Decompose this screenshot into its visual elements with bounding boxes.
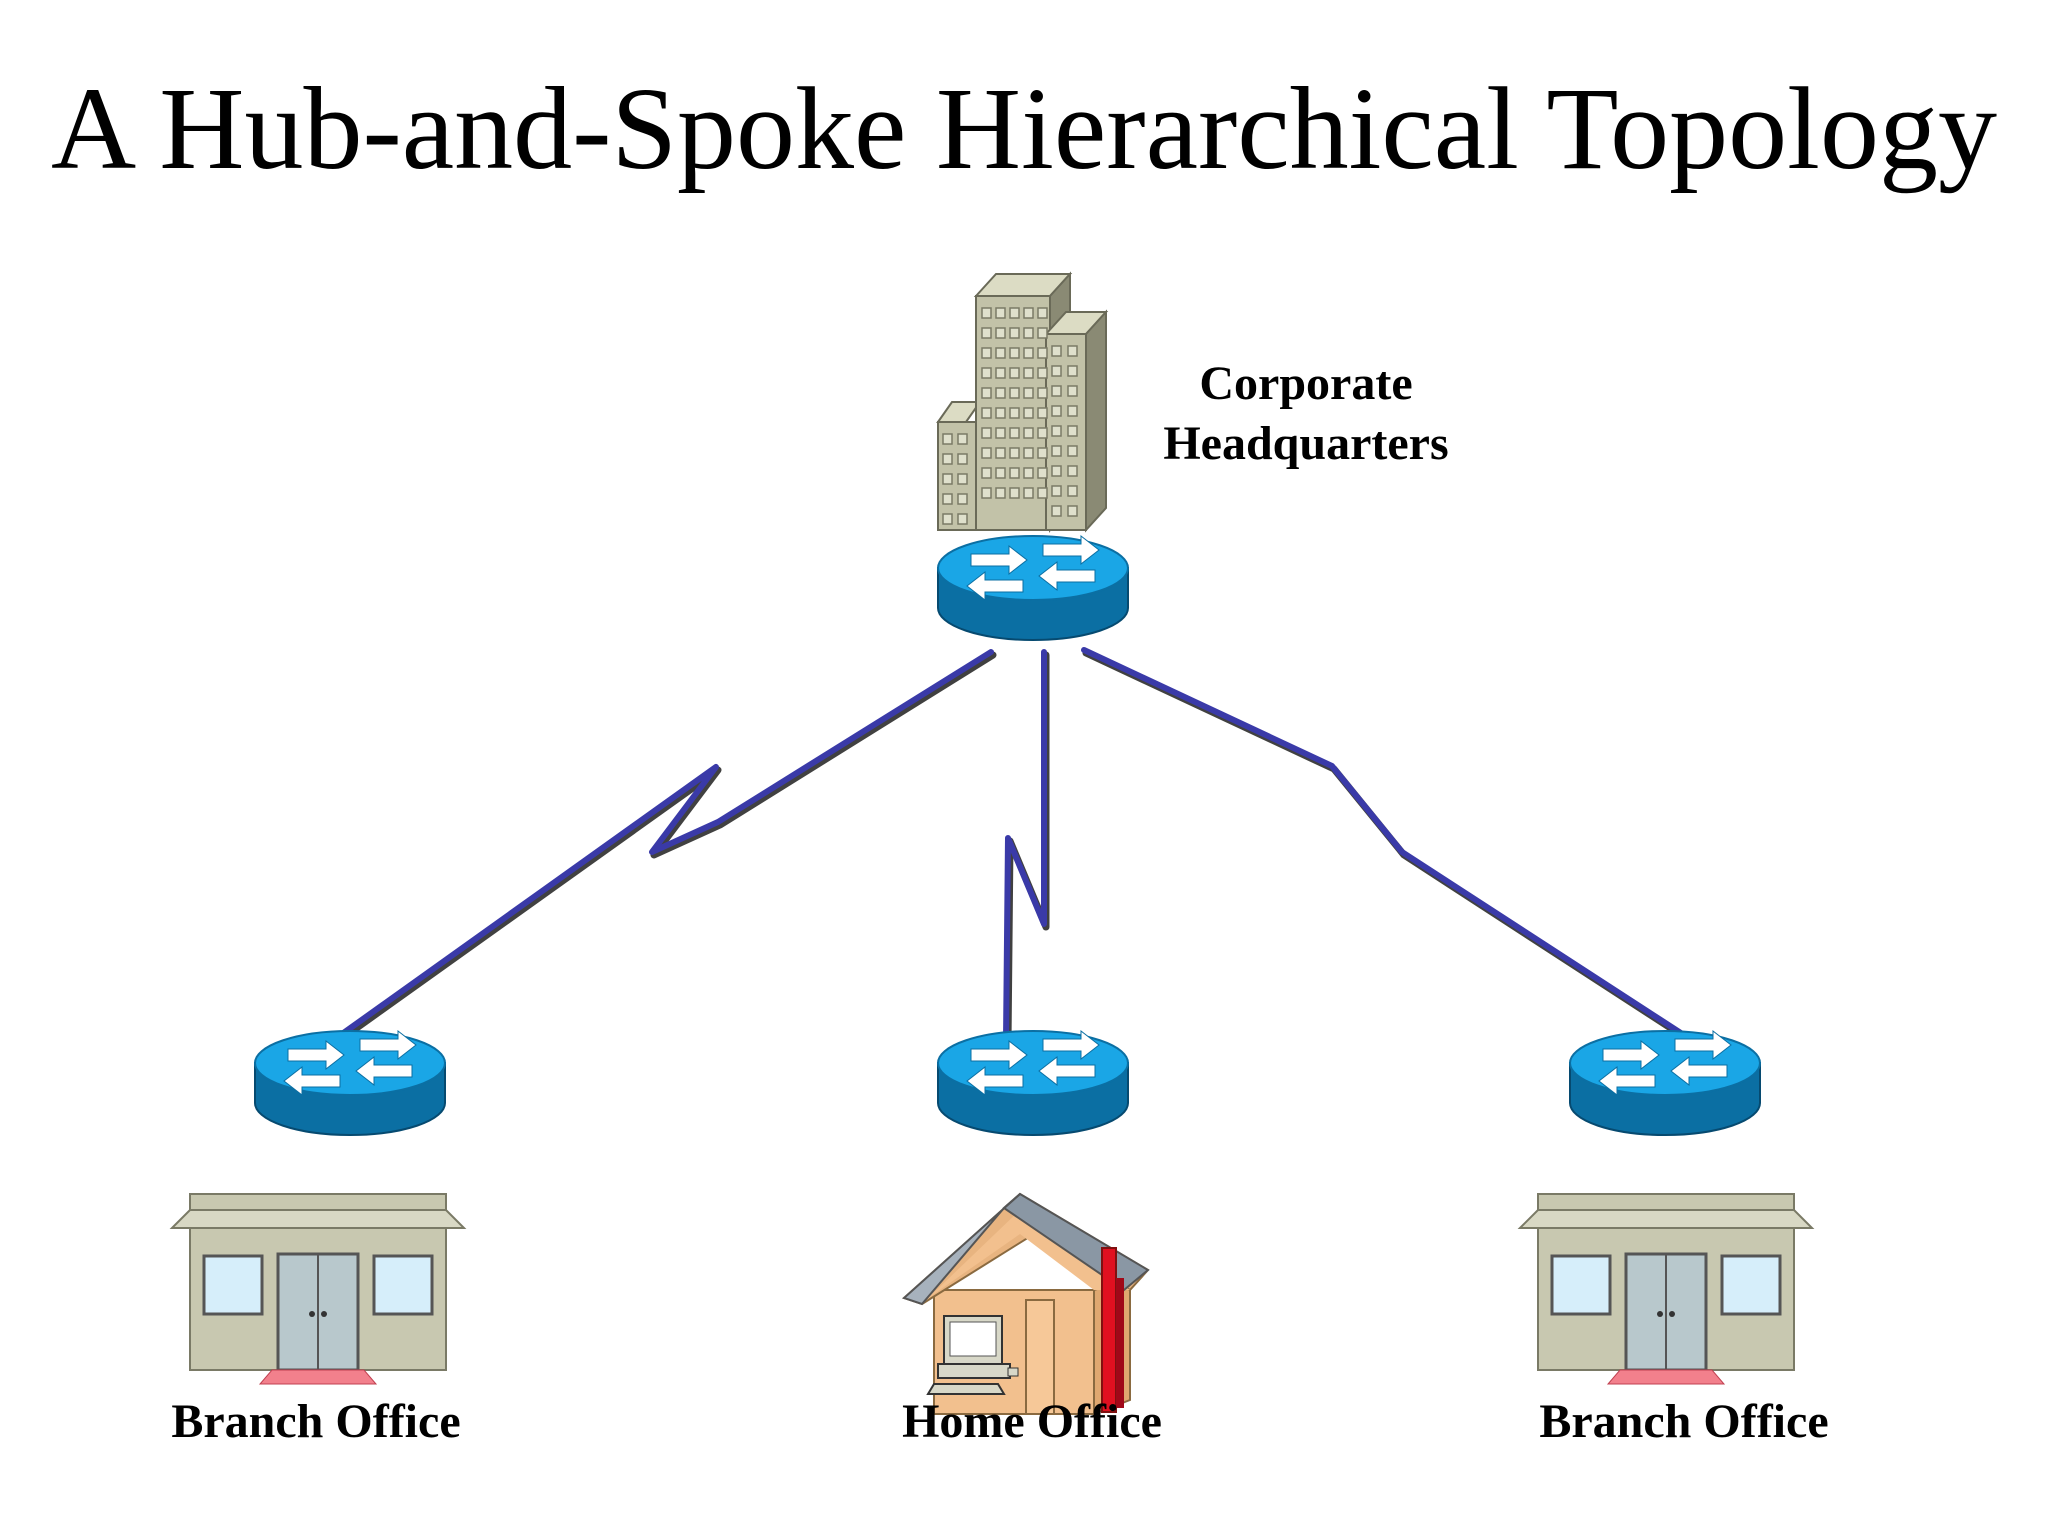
router-icon	[254, 1030, 446, 1136]
hq-label-line1: Corporate	[1199, 357, 1413, 410]
link-hq-branch-right	[1081, 647, 1710, 1053]
hq-label-line2: Headquarters	[1163, 417, 1449, 470]
link-hq-branch-left	[325, 649, 994, 1047]
hq-label: Corporate Headquarters	[1134, 354, 1478, 474]
wan-links	[325, 647, 1713, 1057]
storefront-icon	[170, 1192, 466, 1386]
home-office-label: Home Office	[902, 1395, 1162, 1448]
router-icon	[937, 535, 1129, 641]
branch-left-label: Branch Office	[171, 1395, 461, 1448]
router-icon	[1569, 1030, 1761, 1136]
router-icon	[937, 1030, 1129, 1136]
branch-right-label: Branch Office	[1539, 1395, 1829, 1448]
house-icon	[902, 1192, 1150, 1416]
storefront-icon	[1518, 1192, 1814, 1386]
link-hq-home	[1003, 649, 1047, 1043]
building-icon	[936, 271, 1109, 533]
diagram-title: A Hub-and-Spoke Hierarchical Topology	[51, 63, 1997, 194]
